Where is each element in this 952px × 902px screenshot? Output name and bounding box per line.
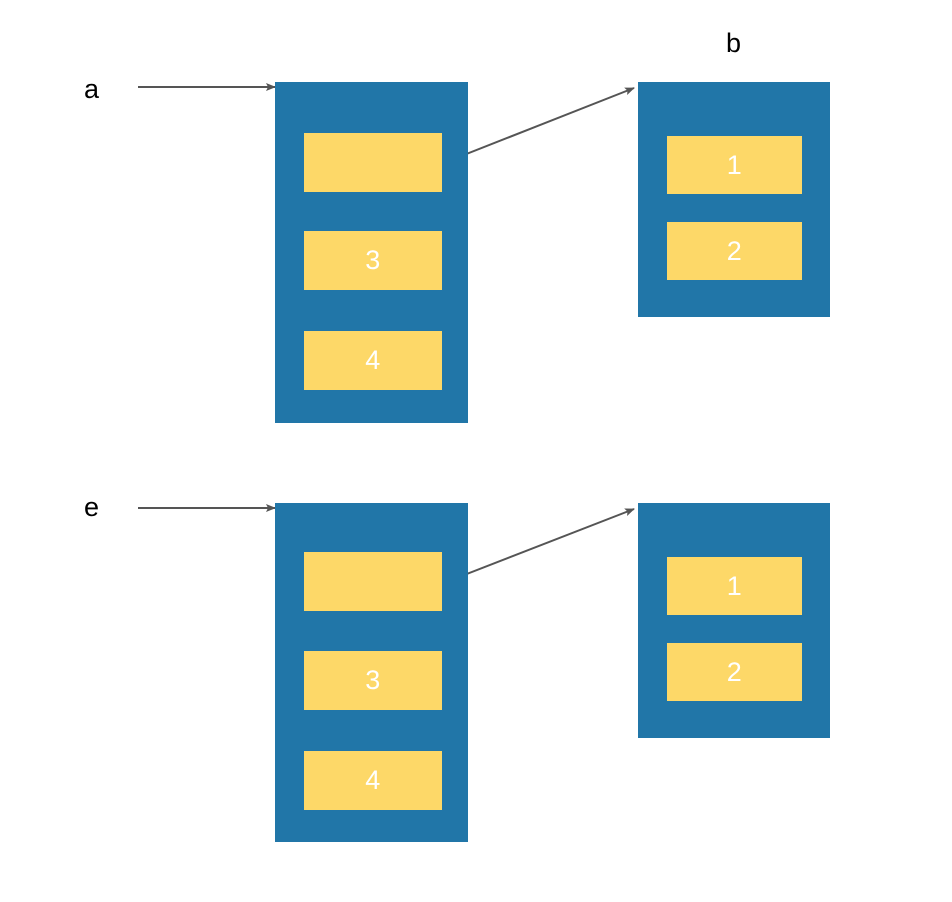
label-a: a <box>84 74 100 104</box>
slot-br-1-text: 2 <box>726 656 743 687</box>
slot-e-1[interactable]: 3 <box>304 651 442 710</box>
slot-b-0[interactable]: 1 <box>667 136 802 194</box>
slot-e-2-text: 4 <box>365 765 381 795</box>
slot-e-0[interactable] <box>304 552 442 611</box>
slot-e-1-text: 3 <box>365 665 381 695</box>
slot-br-1[interactable]: 2 <box>667 643 802 701</box>
slot-br-0-text: 1 <box>726 570 743 601</box>
slot-b-1[interactable]: 2 <box>667 222 802 280</box>
slot-a-1[interactable]: 3 <box>304 231 442 290</box>
slot-a-2-text: 4 <box>365 345 381 375</box>
slot-b-0-text: 1 <box>726 149 743 180</box>
label-e: e <box>84 492 100 522</box>
arrow-e-slot0-to-br <box>440 508 635 585</box>
slot-a-0[interactable] <box>304 133 442 192</box>
slot-a-2[interactable]: 4 <box>304 331 442 390</box>
label-b: b <box>726 28 742 58</box>
slot-br-0[interactable]: 1 <box>667 557 802 615</box>
slot-a-1-text: 3 <box>365 245 381 275</box>
slot-e-2[interactable]: 4 <box>304 751 442 810</box>
slot-b-1-text: 2 <box>726 235 743 266</box>
arrows <box>138 83 635 585</box>
arrow-a-slot0-to-b <box>440 87 635 165</box>
